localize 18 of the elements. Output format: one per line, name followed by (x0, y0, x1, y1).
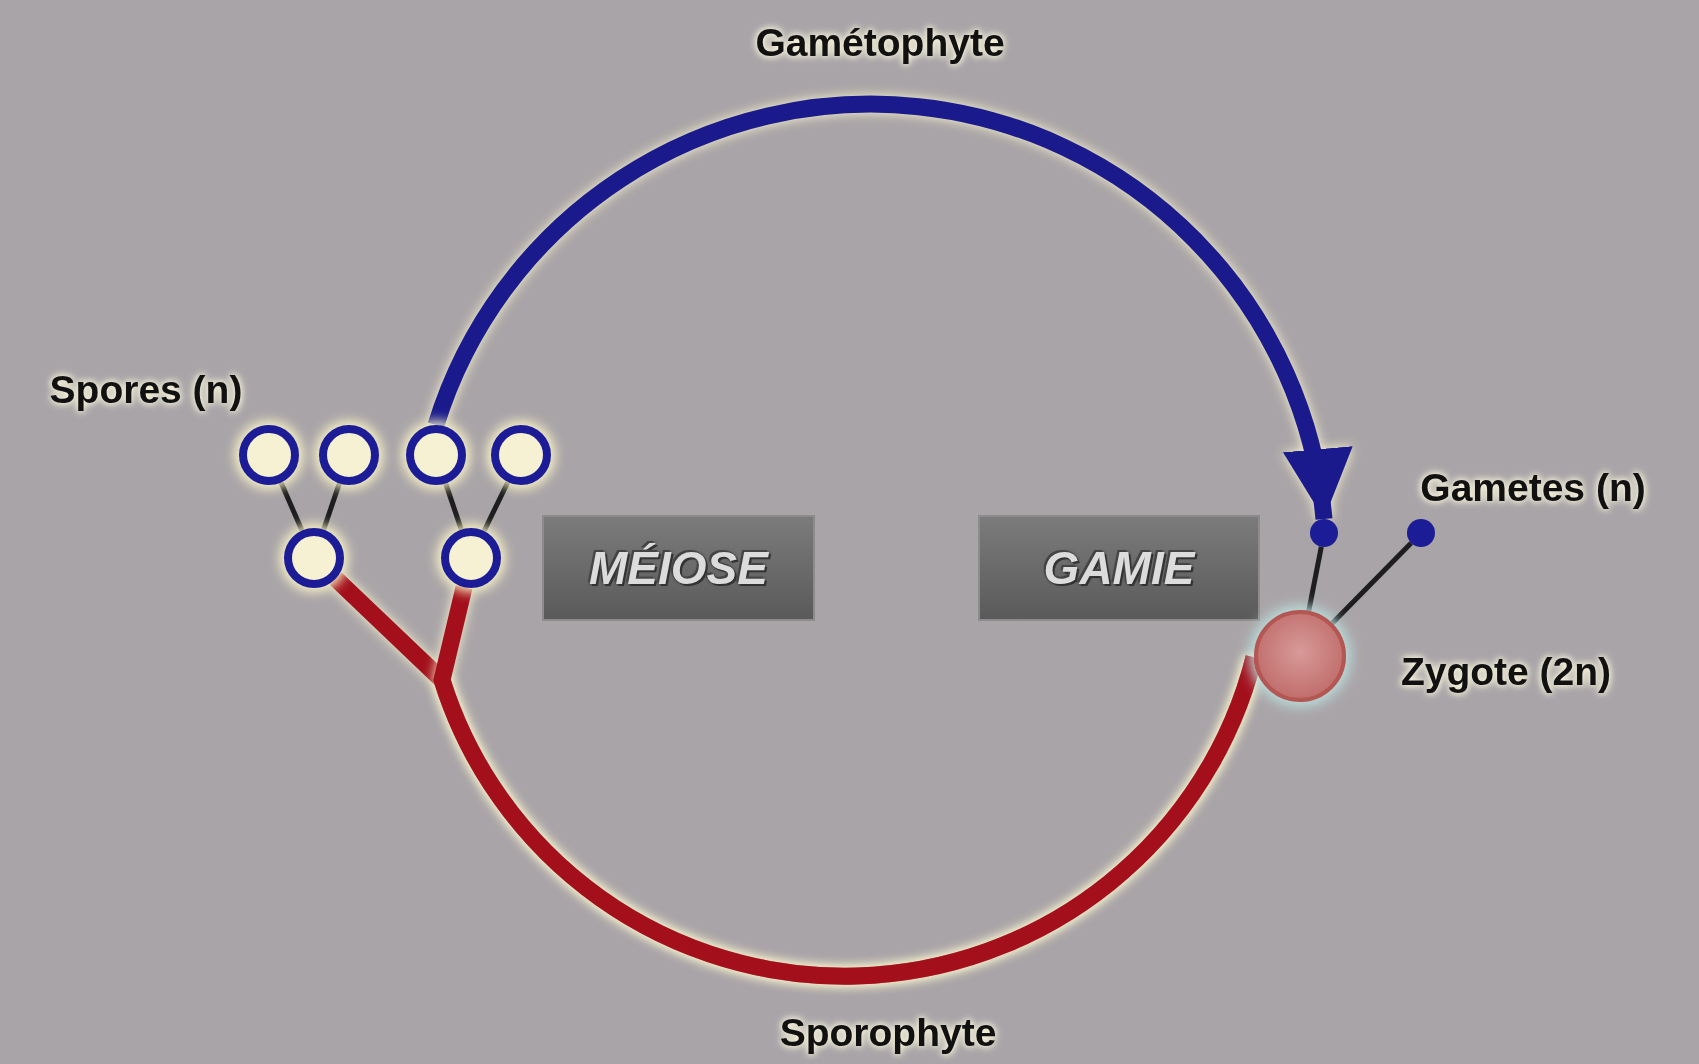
process-label: GAMIE (1043, 541, 1195, 595)
spore-circle (239, 425, 299, 485)
zygote-circle (1254, 610, 1346, 702)
process-box (978, 515, 1260, 621)
part-label: Gametes (n) (1420, 466, 1646, 510)
connector-line (321, 482, 342, 531)
spore-circle (284, 528, 344, 588)
connector-line (1306, 546, 1324, 612)
process-box (542, 515, 815, 621)
process-label: MÉIOSE (589, 541, 768, 595)
spore-circle (319, 425, 379, 485)
node-caption: Zygote (2n) (1400, 650, 1612, 694)
spore-circle (441, 528, 501, 588)
gamete-dot (1310, 519, 1338, 547)
part-label: Spores (n) (49, 368, 243, 412)
connector-line (278, 481, 305, 532)
gamete-dot (1407, 519, 1435, 547)
connector-line (1330, 541, 1413, 625)
